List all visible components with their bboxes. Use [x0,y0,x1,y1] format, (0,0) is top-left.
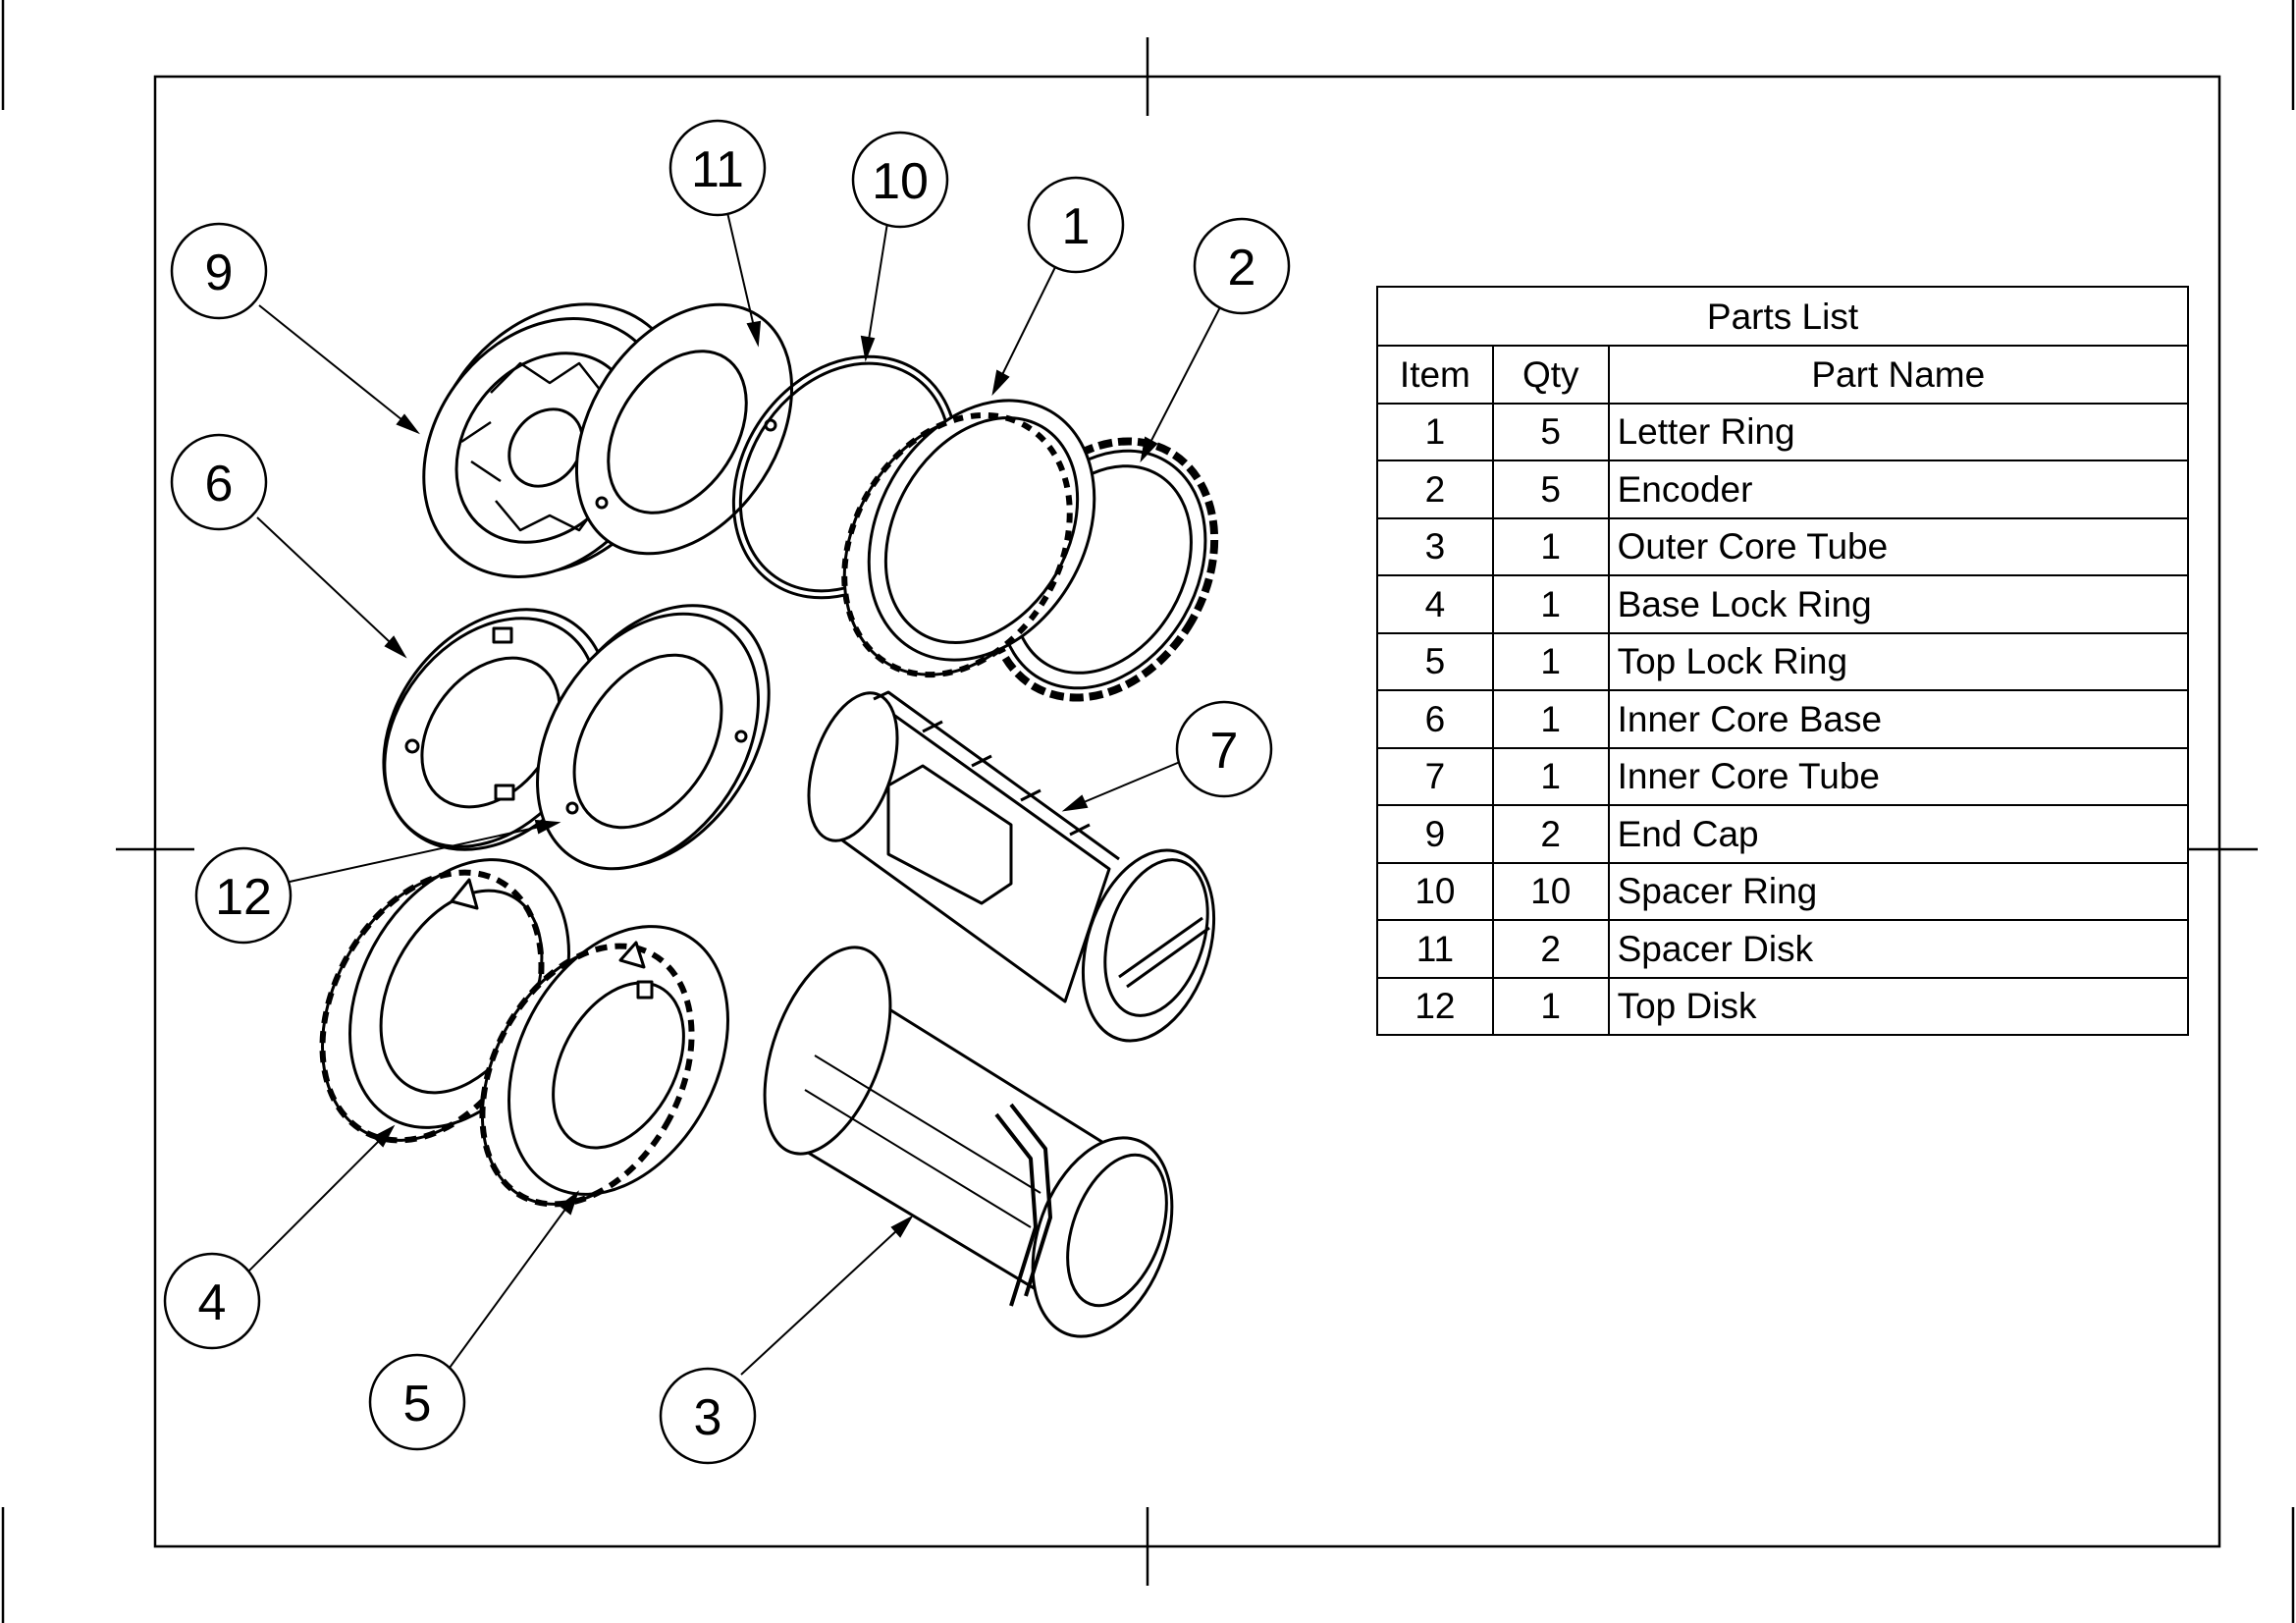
qty-cell: 1 [1491,516,1610,576]
part-name-cell: Base Lock Ring [1607,574,2190,634]
item-cell: 3 [1376,516,1494,576]
table-row: 3 1 Outer Core Tube [1376,516,2190,576]
part-name-cell: Top Lock Ring [1607,631,2190,691]
header-qty: Qty [1491,345,1610,405]
callout-3-label: 3 [694,1389,722,1446]
callout-10-label: 10 [872,153,929,210]
callout-10-balloon [851,131,949,229]
spacer-disk-part [574,302,794,556]
table-row: 11 2 Spacer Disk [1376,919,2190,979]
item-cell: 5 [1376,631,1494,691]
callout-11-label: 11 [691,141,744,198]
item-cell: 12 [1376,976,1494,1036]
part-name-cell: Inner Core Base [1607,689,2190,749]
item-cell: 7 [1376,746,1494,806]
inner-core-tube-part [807,690,1216,1043]
item-cell: 11 [1376,919,1494,979]
part-name-cell: Spacer Ring [1607,861,2190,921]
table-row: 6 1 Inner Core Base [1376,689,2190,749]
table-row: 9 2 End Cap [1376,804,2190,864]
callout-4-balloon [163,1252,261,1350]
item-cell: 2 [1376,460,1494,519]
parts-list-header-row: Item Qty Part Name [1376,345,2190,405]
header-item: Item [1376,345,1494,405]
item-cell: 10 [1376,861,1494,921]
header-part-name: Part Name [1607,345,2190,405]
callout-9-balloon [170,222,268,320]
callout-1-balloon [1027,176,1125,274]
qty-cell: 1 [1491,631,1610,691]
qty-cell: 2 [1491,804,1610,864]
callout-2-balloon [1193,217,1291,315]
callout-7-balloon [1175,700,1273,798]
top-disk-part [536,604,771,871]
callout-1-label: 1 [1062,198,1091,255]
part-name-cell: Encoder [1607,460,2190,519]
qty-cell: 1 [1491,574,1610,634]
qty-cell: 1 [1491,689,1610,749]
outer-core-tube-part [763,946,1174,1338]
part-name-cell: End Cap [1607,804,2190,864]
callout-2-label: 2 [1228,240,1256,297]
item-cell: 9 [1376,804,1494,864]
table-row: 1 5 Letter Ring [1376,402,2190,461]
parts-list-table: Parts List Item Qty Part Name 1 5 Letter… [1376,286,2190,1036]
parts-list-title: Parts List [1376,286,2189,347]
table-row: 10 10 Spacer Ring [1376,861,2190,921]
callout-4-label: 4 [198,1274,227,1331]
callout-9-label: 9 [205,244,234,301]
qty-cell: 5 [1491,402,1610,461]
part-name-cell: Spacer Disk [1607,919,2190,979]
qty-cell: 1 [1491,976,1610,1036]
callout-5-balloon [368,1353,466,1451]
table-row: 5 1 Top Lock Ring [1376,631,2190,691]
callout-7-label: 7 [1210,723,1239,780]
callout-6-balloon [170,433,268,531]
callout-5-label: 5 [403,1376,432,1433]
qty-cell: 5 [1491,460,1610,519]
letter-ring-part [841,399,1096,678]
callout-12-balloon [194,846,293,945]
qty-cell: 2 [1491,919,1610,979]
part-name-cell: Outer Core Tube [1607,516,2190,576]
table-row: 7 1 Inner Core Tube [1376,746,2190,806]
part-name-cell: Letter Ring [1607,402,2190,461]
part-name-cell: Top Disk [1607,976,2190,1036]
part-name-cell: Inner Core Tube [1607,746,2190,806]
callout-11-balloon [668,119,767,217]
table-row: 12 1 Top Disk [1376,976,2190,1036]
top-lock-ring-part [479,925,729,1208]
callout-3-balloon [659,1367,757,1465]
callout-6-label: 6 [205,456,234,513]
item-cell: 6 [1376,689,1494,749]
table-row: 4 1 Base Lock Ring [1376,574,2190,634]
callout-12-label: 12 [215,869,272,926]
item-cell: 4 [1376,574,1494,634]
leader-lines [246,207,1224,1376]
qty-cell: 1 [1491,746,1610,806]
item-cell: 1 [1376,402,1494,461]
table-row: 2 5 Encoder [1376,460,2190,519]
qty-cell: 10 [1491,861,1610,921]
